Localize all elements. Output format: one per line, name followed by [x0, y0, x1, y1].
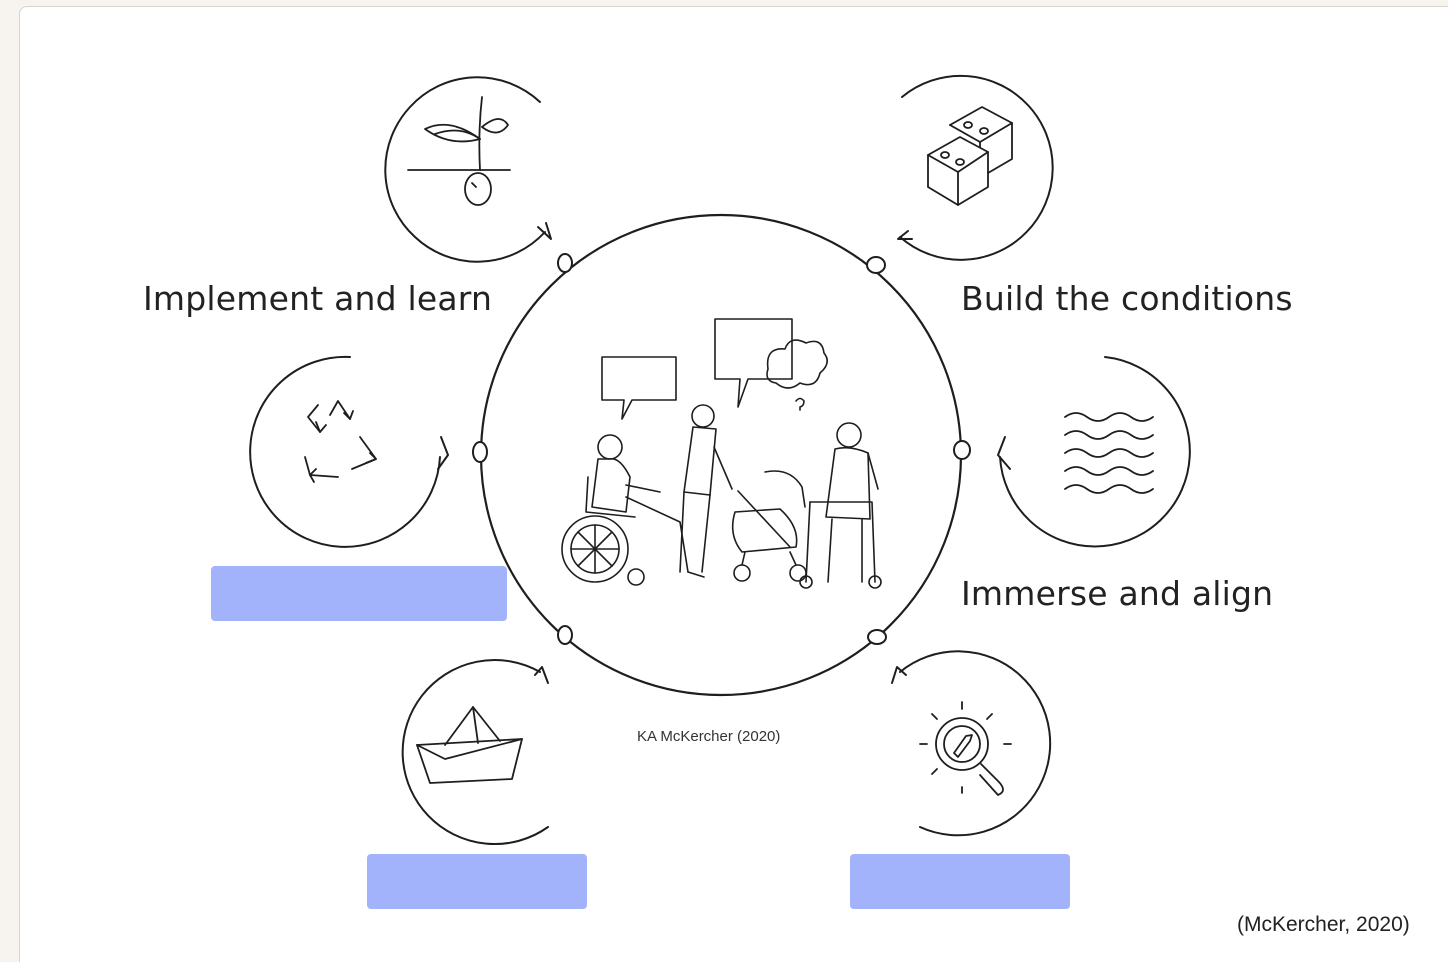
bubble-mid-right [997, 356, 1191, 548]
figure-citation: (McKercher, 2020) [1237, 913, 1410, 936]
recycle-arrows-icon [304, 400, 377, 483]
speech-bubble-left [601, 356, 677, 420]
lego-bricks-icon [927, 106, 1013, 206]
label-immerse-and-align: Immerse and align [961, 574, 1274, 613]
bubble-top-left [384, 76, 552, 263]
label-build-the-conditions: Build the conditions [961, 279, 1293, 318]
speech-bubble-center [714, 318, 793, 408]
waves-icon [1064, 412, 1154, 494]
blank-drop-zone-bottom-right[interactable] [850, 854, 1070, 909]
bubble-bottom-left [401, 659, 549, 846]
bubble-bottom-right [891, 650, 1052, 837]
paper-boat-icon [416, 706, 523, 784]
diagram-stage: Implement and learn Build the conditions… [19, 6, 1448, 962]
co-design-cycle-diagram [249, 74, 1191, 846]
compass-magnifier-icon [919, 701, 1012, 796]
thought-cloud [766, 339, 828, 389]
blank-drop-zone-left[interactable] [211, 566, 507, 621]
people-conversation-illustration [561, 318, 882, 589]
central-cycle-circle [479, 213, 963, 697]
bubble-top-right [897, 74, 1054, 261]
bubble-mid-left [249, 355, 449, 548]
label-implement-and-learn: Implement and learn [143, 279, 493, 318]
sprouting-seed-icon [407, 96, 511, 206]
connector-rings [472, 253, 971, 645]
illustration-credit: KA McKercher (2020) [637, 728, 781, 745]
blank-drop-zone-bottom-left[interactable] [367, 854, 587, 909]
